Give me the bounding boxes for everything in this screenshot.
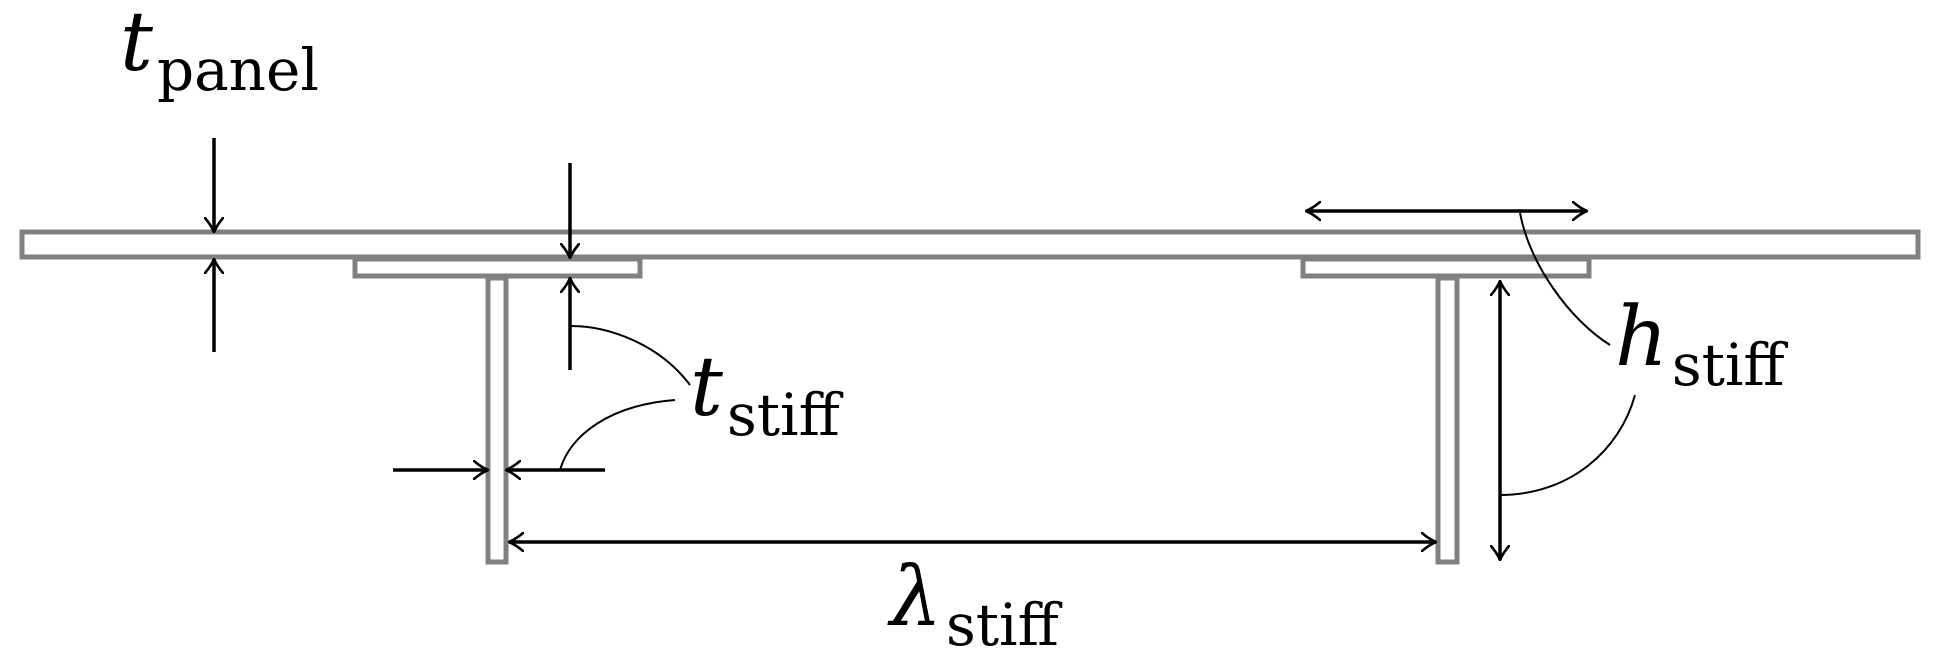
h-stiff-leader-bottom	[1499, 394, 1636, 496]
lambda-stiff-symbol: λ	[887, 550, 942, 645]
t-stiff-leader-top	[570, 325, 691, 386]
t-stiff-symbol: t	[690, 340, 724, 435]
left-stiffener-flange	[352, 256, 643, 279]
h-stiff-symbol: h	[1615, 290, 1668, 385]
label-t-stiff: tstiff	[690, 340, 844, 449]
t-panel-subscript: panel	[157, 36, 319, 104]
h-stiff-leader-top	[1519, 212, 1611, 346]
t-stiff-subscript: stiff	[727, 381, 844, 449]
label-h-stiff: hstiff	[1615, 290, 1788, 399]
t-stiff-leader-bottom	[559, 399, 676, 471]
h-stiff-subscript: stiff	[1672, 331, 1789, 399]
right-stiffener-flange	[1300, 256, 1592, 279]
label-lambda-stiff: λstiff	[887, 550, 1063, 659]
lambda-stiff-subscript: stiff	[946, 591, 1063, 659]
right-stiffener-web	[1435, 275, 1460, 565]
label-t-panel: tpanel	[120, 0, 319, 104]
panel-plate	[19, 229, 1921, 260]
t-panel-symbol: t	[120, 0, 154, 90]
left-stiffener-web	[485, 275, 509, 565]
